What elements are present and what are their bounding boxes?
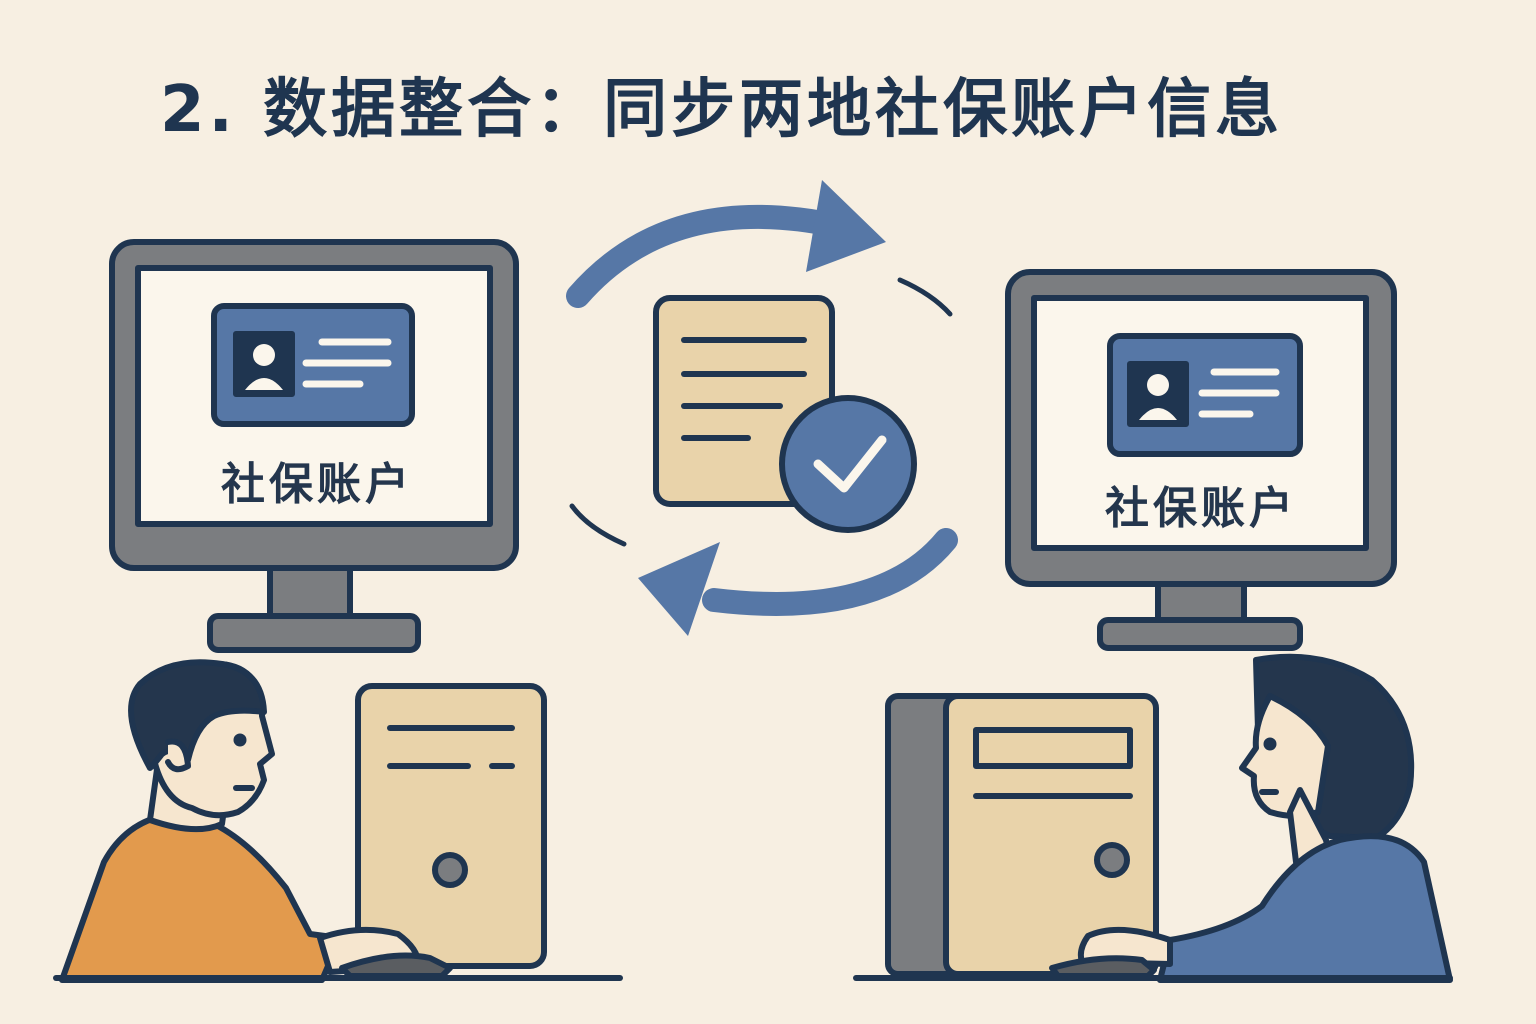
- right-person: [853, 653, 1453, 983]
- right-pc-tower: [885, 693, 1159, 977]
- left-person: [53, 659, 623, 983]
- id-card-icon: [1107, 333, 1303, 457]
- sync-arrows-icon: [566, 180, 958, 636]
- left-pc-tower: [355, 683, 547, 969]
- right-monitor: [1005, 269, 1397, 651]
- page-title: 2. 数据整合：同步两地社保账户信息: [160, 73, 1284, 147]
- id-card-icon: [211, 303, 415, 427]
- checkmark-icon: [779, 395, 917, 533]
- left-screen-label: 社保账户: [221, 459, 413, 510]
- right-screen-label: 社保账户: [1105, 483, 1297, 534]
